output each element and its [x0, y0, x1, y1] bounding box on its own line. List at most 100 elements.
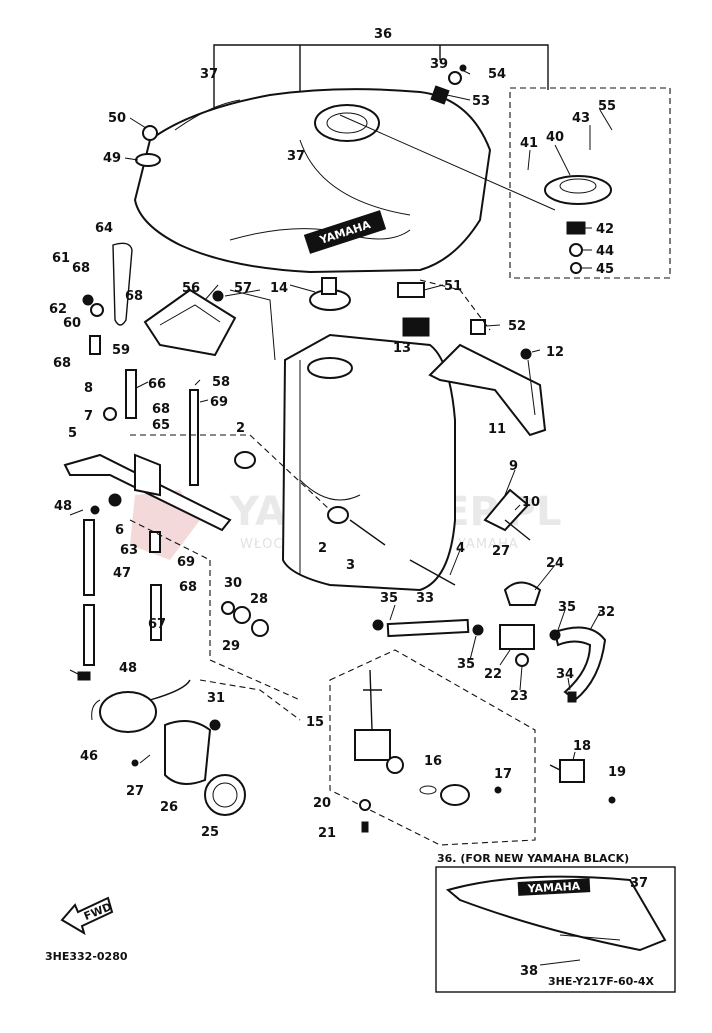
label-64: 64 — [95, 221, 113, 236]
label-2: 2 — [318, 541, 327, 556]
label-55: 55 — [598, 99, 616, 114]
bolt-12 — [520, 348, 532, 360]
label-26: 26 — [160, 800, 178, 815]
label-35: 35 — [457, 657, 475, 672]
label-33: 33 — [416, 591, 434, 606]
label-5: 5 — [68, 426, 77, 441]
label-17: 17 — [494, 767, 512, 782]
bracket-26 — [164, 720, 212, 785]
clip-35a — [372, 619, 384, 631]
label-37: 37 — [200, 67, 218, 82]
label-68: 68 — [125, 289, 143, 304]
grommets-2 — [234, 451, 349, 524]
label-68: 68 — [72, 261, 90, 276]
label-9: 9 — [509, 459, 518, 474]
label-62: 62 — [49, 302, 67, 317]
label-52: 52 — [508, 319, 526, 334]
label-24: 24 — [546, 556, 564, 571]
label-56: 56 — [182, 281, 200, 296]
label-63: 63 — [120, 543, 138, 558]
drawing-code: 3HE332-0280 — [45, 950, 128, 963]
label-15: 15 — [306, 715, 324, 730]
label-23: 23 — [510, 689, 528, 704]
label-69: 69 — [177, 555, 195, 570]
label-28: 28 — [250, 592, 268, 607]
bracket-11 — [428, 343, 547, 437]
tray-56 — [143, 288, 237, 357]
label-44: 44 — [596, 244, 614, 259]
label-32: 32 — [597, 605, 615, 620]
tank-cap-14 — [309, 277, 351, 311]
tank-cover: YAMAHA — [133, 88, 492, 274]
leader-lines — [69, 69, 613, 764]
label-20: 20 — [313, 796, 331, 811]
label-30: 30 — [224, 576, 242, 591]
label-14: 14 — [270, 281, 288, 296]
label-51: 51 — [444, 279, 462, 294]
part-numbers: 36 37 37 39 54 53 55 43 40 41 42 44 45 5… — [49, 27, 648, 979]
inset-code: 3HE-Y217F-60-4X — [548, 975, 655, 988]
label-69: 69 — [210, 395, 228, 410]
label-13: 13 — [393, 341, 411, 356]
label-58: 58 — [212, 375, 230, 390]
fuel-cap-assembly — [544, 175, 612, 274]
hoses-left — [83, 242, 199, 666]
label-35: 35 — [380, 591, 398, 606]
label-3: 3 — [346, 558, 355, 573]
grommets-28-30 — [221, 601, 269, 637]
label-12: 12 — [546, 345, 564, 360]
label-37: 37 — [630, 876, 648, 891]
label-54: 54 — [488, 67, 506, 82]
label-8: 8 — [84, 381, 93, 396]
inset-new-yamaha-black: 36. (FOR NEW YAMAHA BLACK) YAMAHA 3HE-Y2… — [435, 852, 676, 993]
clamp-34 — [567, 691, 577, 703]
label-57: 57 — [234, 281, 252, 296]
label-68: 68 — [152, 402, 170, 417]
label-22: 22 — [484, 667, 502, 682]
grommet-49-50 — [135, 125, 161, 167]
rod-3 — [349, 519, 386, 546]
label-25: 25 — [201, 825, 219, 840]
label-36: 36 — [374, 27, 392, 42]
label-53: 53 — [472, 94, 490, 109]
label-47: 47 — [113, 566, 131, 581]
bolt-set-39 — [430, 64, 467, 105]
label-35: 35 — [558, 600, 576, 615]
label-41: 41 — [520, 136, 538, 151]
hose-33 — [386, 618, 470, 638]
fwd-arrow-icon: FWD — [60, 896, 114, 936]
clip-35c — [549, 629, 561, 641]
label-48: 48 — [54, 499, 72, 514]
label-61: 61 — [52, 251, 70, 266]
label-65: 65 — [152, 418, 170, 433]
screw-27b — [131, 759, 139, 767]
label-59: 59 — [112, 343, 130, 358]
fuel-cock-box — [329, 649, 536, 846]
label-45: 45 — [596, 262, 614, 277]
label-31: 31 — [207, 691, 225, 706]
label-2: 2 — [236, 421, 245, 436]
label-67: 67 — [148, 617, 166, 632]
sender-9-10 — [483, 488, 531, 541]
label-66: 66 — [148, 377, 166, 392]
label-27: 27 — [126, 784, 144, 799]
label-21: 21 — [318, 826, 336, 841]
sensor-18 — [549, 759, 616, 804]
label-68: 68 — [53, 356, 71, 371]
label-19: 19 — [608, 765, 626, 780]
label-7: 7 — [84, 409, 93, 424]
label-43: 43 — [572, 111, 590, 126]
fuel-cock-15 — [354, 669, 502, 833]
small-fittings — [77, 294, 161, 681]
label-48: 48 — [119, 661, 137, 676]
part-52 — [470, 319, 486, 335]
label-16: 16 — [424, 754, 442, 769]
label-37: 37 — [287, 149, 305, 164]
label-10: 10 — [522, 495, 540, 510]
pump-46 — [91, 679, 191, 733]
bolt-4 — [409, 559, 456, 586]
label-39: 39 — [430, 57, 448, 72]
label-11: 11 — [488, 422, 506, 437]
label-46: 46 — [80, 749, 98, 764]
